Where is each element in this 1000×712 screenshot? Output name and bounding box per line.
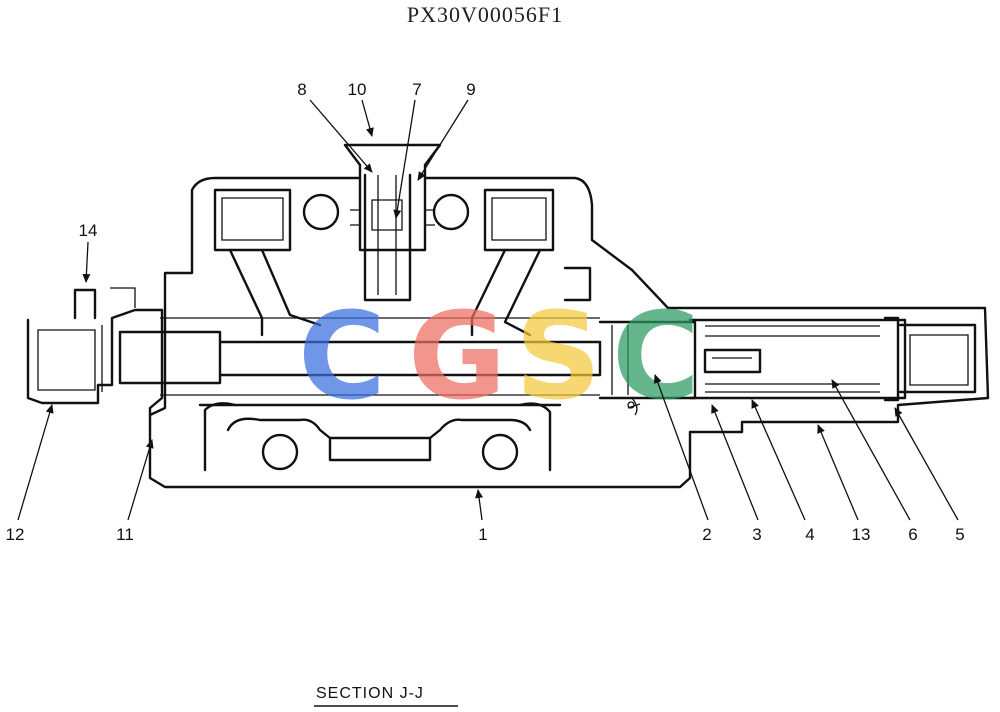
watermark-letter: C — [612, 288, 700, 427]
callout-7: 7 — [412, 80, 421, 99]
drawing-code: PX30V00056F1 — [406, 2, 564, 27]
callout-2: 2 — [702, 525, 711, 544]
callout-12: 12 — [6, 525, 25, 544]
callout-11: 11 — [116, 525, 134, 544]
callout-5: 5 — [955, 525, 964, 544]
caption-text: SECTION J-J — [316, 685, 424, 702]
callout-9: 9 — [466, 80, 475, 99]
watermark-letter: C — [298, 288, 386, 427]
callout-3: 3 — [752, 525, 761, 544]
callout-8: 8 — [297, 80, 306, 99]
callout-13: 13 — [852, 525, 871, 544]
callout-1: 1 — [478, 525, 487, 544]
callout-6: 6 — [908, 525, 917, 544]
callout-labels: 8 10 7 9 14 12 11 1 2 3 4 13 6 5 — [6, 80, 965, 544]
watermark-letter: G — [408, 288, 507, 427]
callout-14: 14 — [79, 221, 98, 240]
watermark-letter: S — [515, 288, 601, 427]
callout-10: 10 — [348, 80, 367, 99]
section-caption: SECTION J-J — [314, 685, 458, 707]
callout-4: 4 — [805, 525, 814, 544]
watermark: C G S C — [298, 288, 700, 427]
valve-body — [26, 143, 990, 489]
leader-lines — [17, 99, 959, 521]
